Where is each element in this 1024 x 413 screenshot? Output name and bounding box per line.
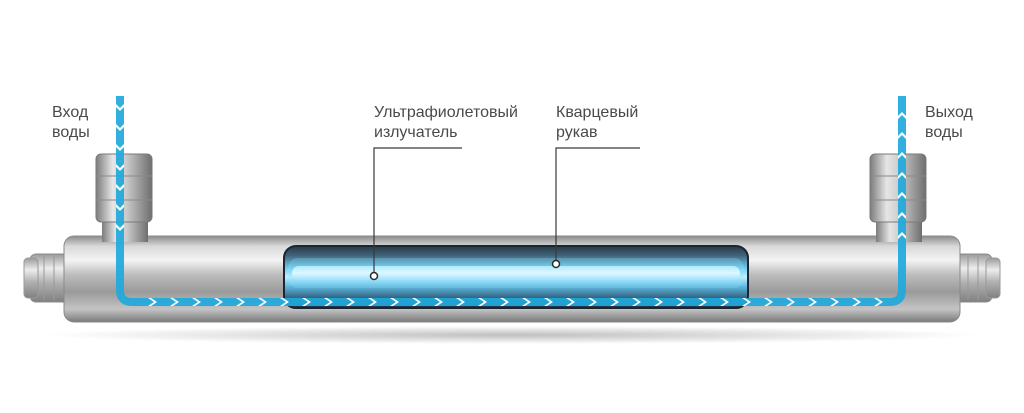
chevron-up-icon xyxy=(898,192,906,199)
chevron-up-icon xyxy=(898,232,906,239)
quartz-sleeve-window xyxy=(283,245,749,309)
uv-emitter-label-line2: излучатель xyxy=(374,124,458,141)
chevron-right-icon xyxy=(434,298,443,306)
chevron-right-icon xyxy=(258,298,267,306)
chevron-right-icon xyxy=(412,298,421,306)
chevron-right-icon xyxy=(654,298,663,306)
chevron-up-icon xyxy=(898,132,906,139)
chevron-right-icon xyxy=(610,298,619,306)
chevron-right-icon xyxy=(874,298,883,306)
chevron-right-icon xyxy=(236,298,245,306)
chevron-right-icon xyxy=(720,298,729,306)
chevron-right-icon xyxy=(346,298,355,306)
inlet-label-line1: Вход xyxy=(52,104,89,121)
uv-lamp xyxy=(292,266,740,280)
chevron-right-icon xyxy=(214,298,223,306)
chevron-down-icon xyxy=(116,224,124,231)
chevron-right-icon xyxy=(500,298,509,306)
uv-emitter-label: Ультрафиолетовый излучатель xyxy=(374,103,518,143)
chevron-right-icon xyxy=(456,298,465,306)
chevron-right-icon xyxy=(830,298,839,306)
outlet-label: Выход воды xyxy=(925,103,973,143)
chevron-right-icon xyxy=(522,298,531,306)
chevron-down-icon xyxy=(116,124,124,131)
chevron-up-icon xyxy=(898,152,906,159)
quartz-sleeve-label-line2: рукав xyxy=(556,124,598,141)
outlet-label-line2: воды xyxy=(925,124,963,141)
chevron-right-icon xyxy=(764,298,773,306)
chevron-right-icon xyxy=(368,298,377,306)
chevron-right-icon xyxy=(478,298,487,306)
floor-shadow xyxy=(42,326,982,344)
chevron-right-icon xyxy=(742,298,751,306)
chevron-right-icon xyxy=(192,298,201,306)
chevron-down-icon xyxy=(116,104,124,111)
uv-emitter-label-line1: Ультрафиолетовый xyxy=(374,104,518,121)
chevron-up-icon xyxy=(898,212,906,219)
water-flow-path xyxy=(116,96,906,306)
chevron-down-icon xyxy=(116,184,124,191)
uv-emitter-callout xyxy=(369,147,462,281)
chevron-up-icon xyxy=(898,172,906,179)
chevron-down-icon xyxy=(116,164,124,171)
chevron-right-icon xyxy=(148,298,157,306)
chevron-down-icon xyxy=(116,204,124,211)
chevron-right-icon xyxy=(808,298,817,306)
chevron-right-icon xyxy=(588,298,597,306)
quartz-sleeve-label: Кварцевый рукав xyxy=(556,103,638,143)
chevron-right-icon xyxy=(302,298,311,306)
chevron-right-icon xyxy=(632,298,641,306)
flow-arrows xyxy=(148,298,883,306)
outlet-label-line1: Выход xyxy=(925,104,973,121)
chevron-right-icon xyxy=(676,298,685,306)
chevron-right-icon xyxy=(170,298,179,306)
quartz-sleeve-callout xyxy=(551,147,640,269)
chevron-right-icon xyxy=(280,298,289,306)
inlet-label: Вход воды xyxy=(52,103,90,143)
chevron-right-icon xyxy=(544,298,553,306)
chevron-right-icon xyxy=(566,298,575,306)
chevron-right-icon xyxy=(786,298,795,306)
chevron-right-icon xyxy=(698,298,707,306)
right-end-cap xyxy=(951,253,1001,303)
chevron-right-icon xyxy=(852,298,861,306)
chevron-right-icon xyxy=(390,298,399,306)
chevron-down-icon xyxy=(116,144,124,151)
chevron-right-icon xyxy=(324,298,333,306)
chevron-up-icon xyxy=(898,112,906,119)
quartz-sleeve-label-line1: Кварцевый xyxy=(556,104,639,121)
inlet-arrows xyxy=(116,104,124,231)
left-end-cap xyxy=(23,253,71,303)
inlet-label-line2: воды xyxy=(52,124,90,141)
outlet-arrows xyxy=(898,112,906,239)
